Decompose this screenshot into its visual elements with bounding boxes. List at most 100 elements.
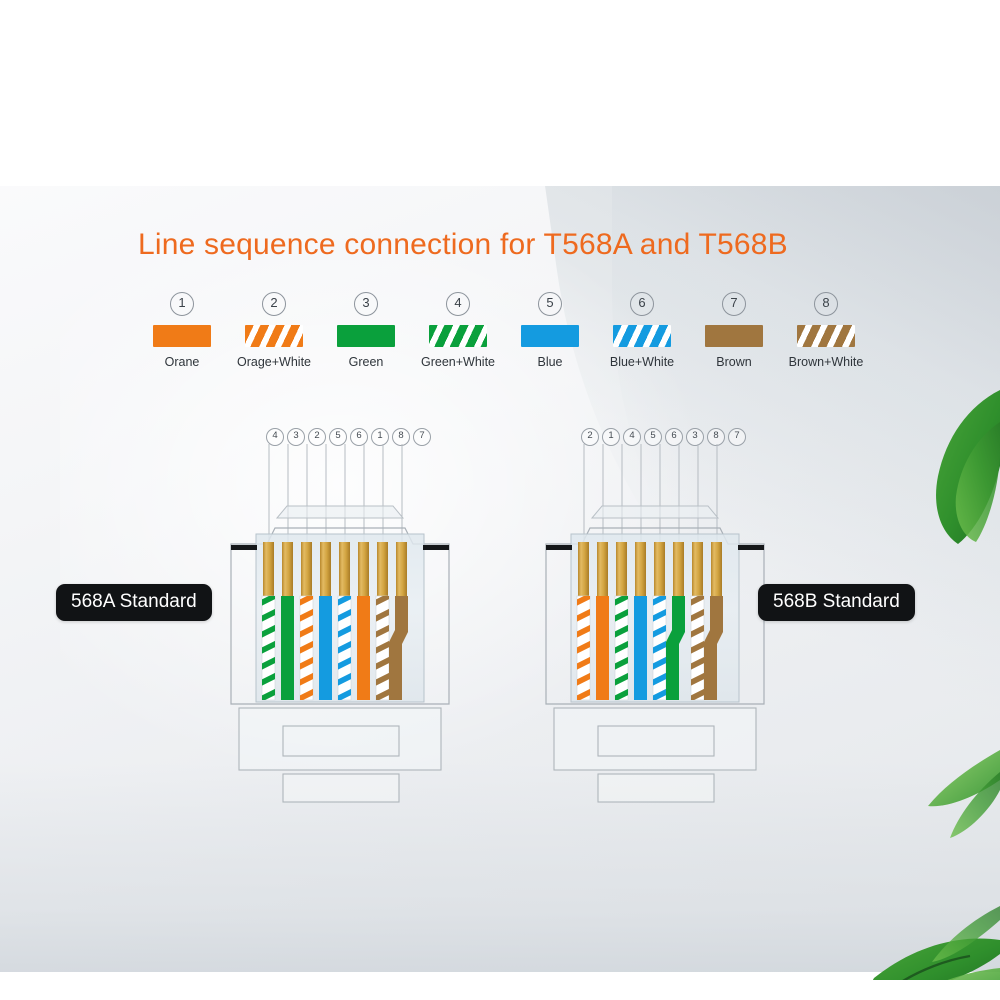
pin-number: 8 (707, 428, 725, 446)
legend-item: 5 Blue (504, 292, 596, 369)
connector-cable-tab (597, 773, 715, 803)
pin-number: 6 (350, 428, 368, 446)
legend-item: 2 Orage+White (228, 292, 320, 369)
legend-number: 5 (538, 292, 562, 316)
legend-item: 1 Orane (136, 292, 228, 369)
connector-body-inner (597, 725, 715, 757)
legend-swatch-brown (705, 325, 763, 347)
leaf-shape (932, 906, 1000, 962)
pin-number: 2 (581, 428, 599, 446)
wire-blue (634, 596, 647, 700)
connector-body-inner (282, 725, 400, 757)
side-bar-right (738, 545, 764, 550)
pin-number: 3 (287, 428, 305, 446)
pin-number: 3 (686, 428, 704, 446)
legend-swatch-brown-white (797, 325, 855, 347)
leader-lines (583, 444, 718, 542)
wire-brown (389, 596, 408, 700)
background-lower-shade (0, 762, 1000, 972)
legend-item: 4 Green+White (412, 292, 504, 369)
wire-blue (319, 596, 332, 700)
legend-swatch-orange-white (245, 325, 303, 347)
legend-swatch-blue-white (613, 325, 671, 347)
leader-lines (268, 444, 403, 542)
legend-label: Brown (716, 355, 752, 369)
leaf-shape (950, 772, 1000, 838)
legend-item: 8 Brown+White (780, 292, 872, 369)
legend-number: 6 (630, 292, 654, 316)
wire-brown (704, 596, 723, 700)
legend-number: 7 (722, 292, 746, 316)
pin-number: 5 (644, 428, 662, 446)
side-bar-left (231, 545, 257, 550)
wire-green-white (261, 595, 276, 701)
side-bar-right (423, 545, 449, 550)
side-bar-left (546, 545, 572, 550)
legend-label: Green (348, 355, 384, 369)
wire-bundle-568a (261, 595, 408, 701)
legend-label: Green+White (421, 355, 495, 369)
connector-body (238, 707, 442, 771)
leaf-shape (928, 750, 1000, 807)
wire-blue-white (652, 595, 667, 701)
legend-number: 4 (446, 292, 470, 316)
wire-orange-white (299, 595, 314, 701)
wire-orange-white (576, 595, 591, 701)
leaf-shape (955, 422, 1000, 542)
legend-label: Blue (537, 355, 563, 369)
wire-blue-white (337, 595, 352, 701)
pin-number-row-568a: 4 3 2 5 6 1 8 7 (266, 428, 431, 446)
wire-color-legend: 1 Orane 2 Orage+White 3 Green 4 Green+Wh… (136, 292, 872, 369)
legend-item: 6 Blue+White (596, 292, 688, 369)
gold-contact-pins (578, 542, 722, 600)
pin-number: 7 (413, 428, 431, 446)
pin-number: 4 (623, 428, 641, 446)
connector-latch (590, 505, 720, 519)
legend-swatch-orange (153, 325, 211, 347)
pin-number: 5 (329, 428, 347, 446)
badge-568a-standard: 568A Standard (56, 584, 212, 621)
legend-number: 1 (170, 292, 194, 316)
rj45-connector-568b (540, 444, 770, 829)
pin-number: 6 (665, 428, 683, 446)
pin-number: 8 (392, 428, 410, 446)
leaf-vein (902, 954, 971, 980)
top-white-margin (0, 0, 1000, 186)
legend-label: Orage+White (237, 355, 311, 369)
gold-contact-pins (263, 542, 407, 600)
plant-leaves-decoration (850, 380, 1000, 980)
legend-number: 2 (262, 292, 286, 316)
legend-item: 3 Green (320, 292, 412, 369)
page-title: Line sequence connection for T568A and T… (138, 228, 788, 261)
pin-number: 2 (308, 428, 326, 446)
wire-brown-white (375, 595, 390, 701)
wire-green (281, 596, 294, 700)
legend-label: Brown+White (788, 355, 864, 369)
connector-latch (275, 505, 405, 519)
legend-number: 3 (354, 292, 378, 316)
connector-cable-tab (282, 773, 400, 803)
bottom-white-margin (0, 972, 1000, 1000)
legend-swatch-green (337, 325, 395, 347)
legend-swatch-blue (521, 325, 579, 347)
wire-bundle-568b (576, 595, 723, 701)
pin-number: 1 (602, 428, 620, 446)
wire-orange (596, 596, 609, 700)
wire-brown-white (690, 595, 705, 701)
pin-number-row-568b: 2 1 4 5 6 3 8 7 (581, 428, 746, 446)
wire-green (666, 596, 685, 700)
pin-number: 1 (371, 428, 389, 446)
legend-label: Blue+White (609, 355, 675, 369)
legend-item: 7 Brown (688, 292, 780, 369)
legend-label: Orane (164, 355, 200, 369)
badge-568b-standard: 568B Standard (758, 584, 915, 621)
leaf-shape (947, 968, 1000, 980)
wire-green-white (614, 595, 629, 701)
legend-number: 8 (814, 292, 838, 316)
pin-number: 7 (728, 428, 746, 446)
rj45-connector-568a (225, 444, 455, 829)
connector-body (553, 707, 757, 771)
legend-swatch-green-white (429, 325, 487, 347)
wire-orange (357, 596, 370, 700)
